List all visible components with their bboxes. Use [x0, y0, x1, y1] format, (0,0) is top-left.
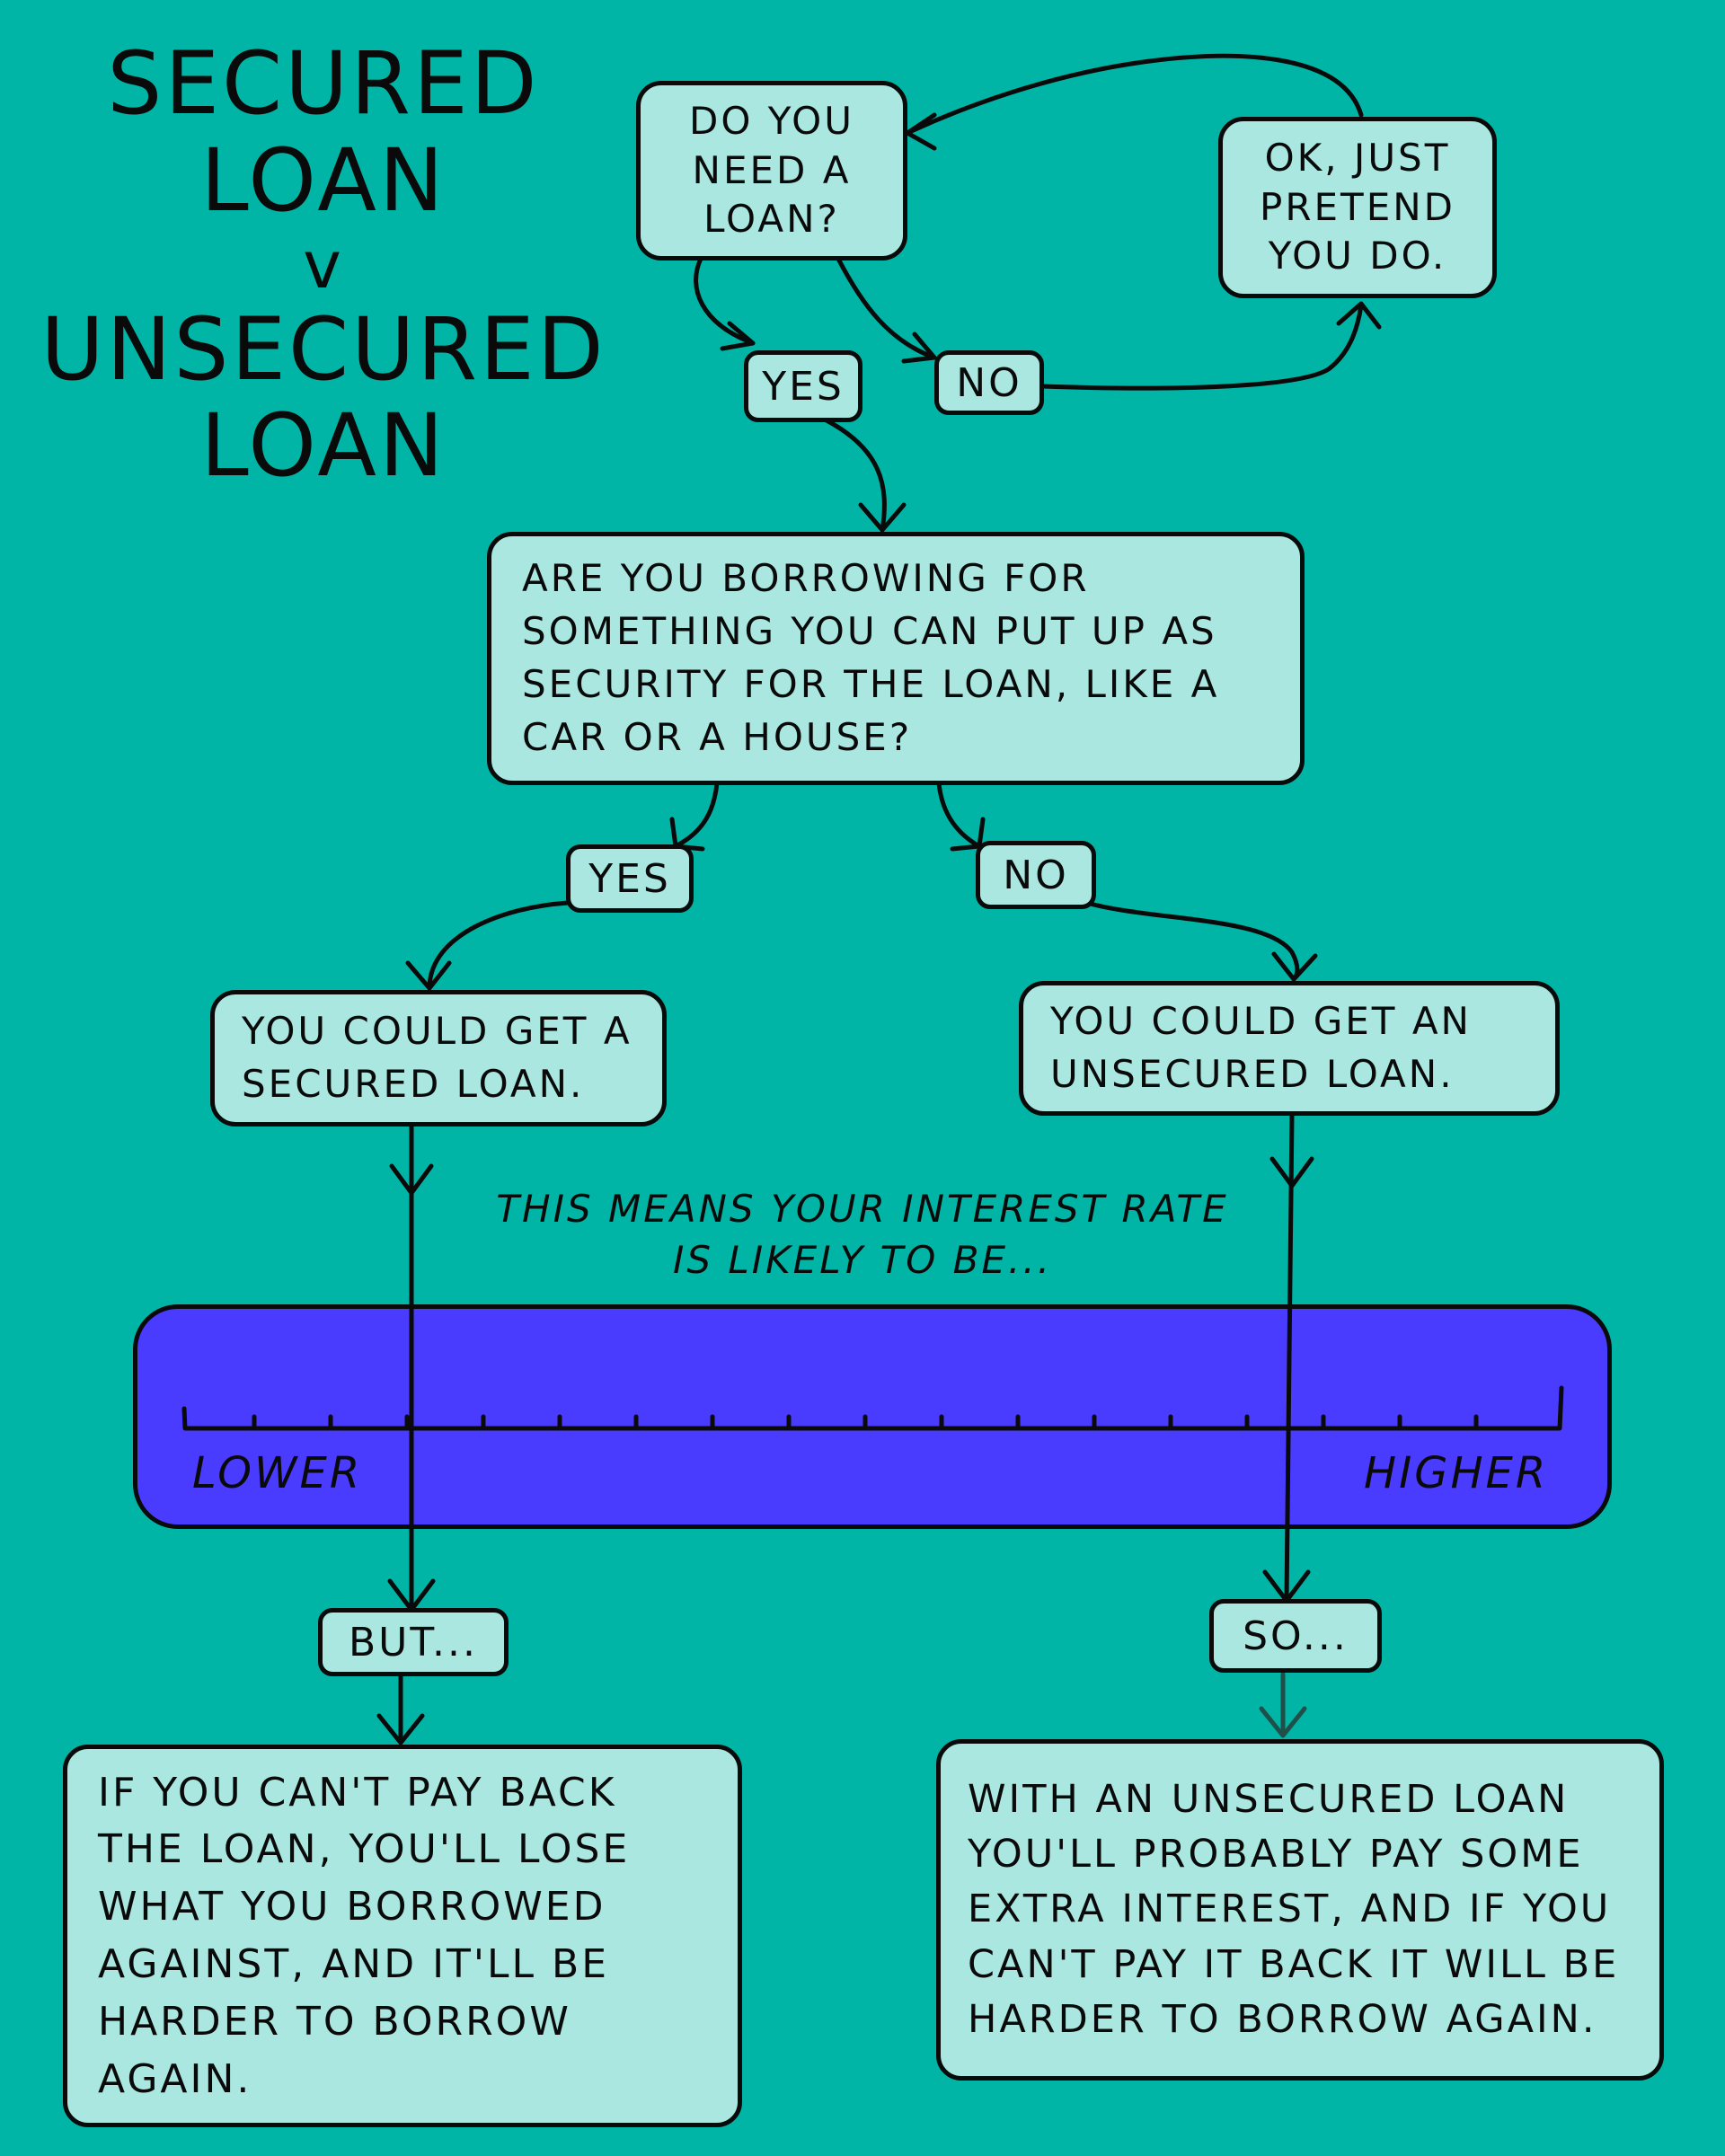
- but-label: But...: [318, 1608, 509, 1676]
- arrow-need-to-yes: [694, 256, 756, 346]
- secured-outcome-text: If you can't pay back the loan, you'll l…: [98, 1769, 631, 2102]
- so-label: So...: [1209, 1599, 1382, 1673]
- arrow-no-to-unsecured: [1084, 900, 1300, 982]
- arrow-question-to-no: [936, 781, 982, 849]
- arrow-yes-to-question: [824, 418, 887, 533]
- title-line-secured: Secured: [107, 33, 540, 134]
- yes-label-1: Yes: [744, 350, 862, 422]
- pretend-box: OK, just pretend you do.: [1218, 117, 1497, 298]
- unsecured-result-box: You could get an unsecured loan.: [1019, 981, 1560, 1116]
- scale-lower-label: Lower: [192, 1448, 363, 1498]
- title-line-unsecured: Unsecured: [40, 298, 606, 400]
- need-loan-box: Do you need a loan?: [636, 81, 907, 261]
- unsecured-outcome-box: With an unsecured loan you'll probably p…: [936, 1739, 1664, 2081]
- security-question-box: Are you borrowing for something you can …: [487, 532, 1305, 785]
- title-line-loan: Loan: [200, 129, 447, 231]
- unsecured-outcome-text: With an unsecured loan you'll probably p…: [968, 1777, 1620, 2042]
- secured-outcome-box: If you can't pay back the loan, you'll l…: [63, 1745, 742, 2127]
- scale-higher-label: Higher: [1364, 1448, 1549, 1498]
- secured-result-box: You could get a secured loan.: [210, 990, 667, 1127]
- interest-note: This means your interest rate is likely …: [496, 1187, 1229, 1282]
- need-loan-text: Do you need a loan?: [689, 99, 854, 242]
- arrow-need-to-no: [836, 256, 937, 360]
- title-line-versus: v: [303, 227, 344, 304]
- title-line-loan-2: Loan: [200, 395, 447, 497]
- arrow-no-to-pretend: [1039, 303, 1364, 391]
- arrow-yes-to-secured: [427, 900, 571, 989]
- security-question-text: Are you borrowing for something you can …: [522, 556, 1220, 759]
- no-label-2: No: [976, 841, 1096, 909]
- no-label-1: No: [934, 350, 1044, 415]
- pretend-text: OK, just pretend you do.: [1260, 136, 1455, 278]
- unsecured-result-text: You could get an unsecured loan.: [1050, 999, 1472, 1096]
- yes-label-2: Yes: [566, 844, 694, 913]
- page-title: Secured Loan v Unsecured Loan: [36, 33, 611, 497]
- secured-result-text: You could get a secured loan.: [242, 1009, 632, 1106]
- arrow-question-to-yes: [673, 781, 720, 849]
